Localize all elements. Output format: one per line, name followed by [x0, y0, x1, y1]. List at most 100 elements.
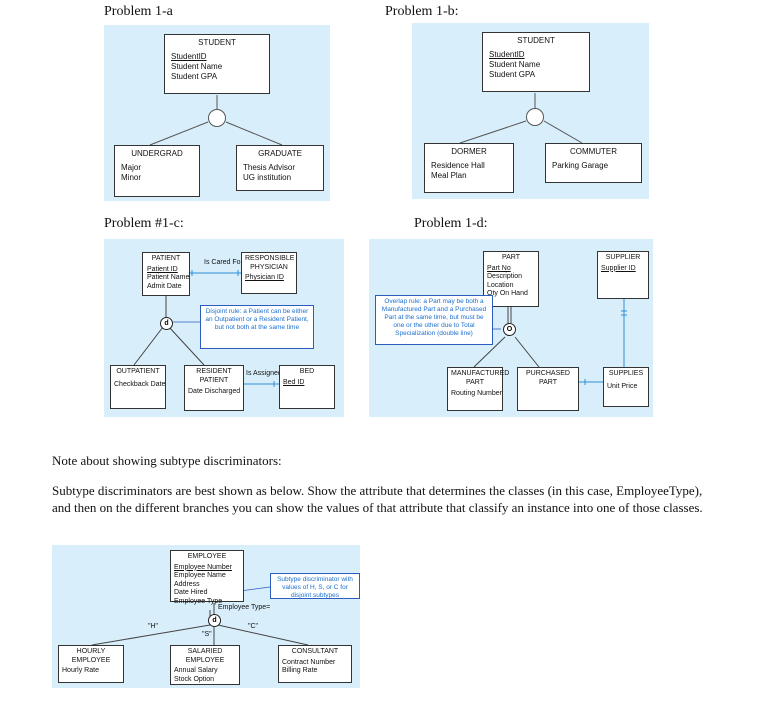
entity-title: EMPLOYEE: [187, 553, 227, 560]
attr-student-id: StudentID: [489, 50, 525, 59]
connector-lines: [473, 299, 627, 385]
note-title: Note about showing subtype discriminator…: [52, 453, 282, 468]
entity-title-line1: SALARIED: [187, 648, 223, 655]
heading-problem-1c: Problem #1-c:: [104, 216, 184, 231]
entity-undergrad: UNDERGRAD Major Minor: [114, 145, 200, 197]
attr-date-hired: Date Hired: [174, 589, 208, 596]
attr-unit-price: Unit Price: [607, 382, 638, 390]
discriminator-label: Employee Type=: [218, 604, 271, 611]
entity-manufactured-part: MANUFACTURED PART Routing Number: [447, 367, 510, 411]
entity-supplier: SUPPLIER Supplier ID: [597, 251, 649, 299]
entity-title: BED: [299, 368, 315, 375]
entity-title: SUPPLIER: [605, 254, 641, 261]
attr-qty-on-hand: Qty On Hand: [487, 290, 528, 297]
diagram-1d: PART Part No Description Location Qty On…: [369, 239, 653, 417]
attr-parking-garage: Parking Garage: [552, 161, 609, 170]
entity-outpatient: OUTPATIENT Checkback Date: [110, 365, 166, 409]
entity-student: STUDENT StudentID Student Name Student G…: [482, 32, 590, 92]
overlap-rule-callout: Overlap rule: a Part may be both a Manuf…: [375, 295, 493, 345]
entity-consultant: CONSULTANT Contract Number Billing Rate: [278, 645, 352, 683]
attr-major: Major: [121, 163, 142, 172]
entity-title: SUPPLIES: [608, 370, 644, 377]
entity-student: STUDENT StudentID Student Name Student G…: [164, 34, 270, 94]
heading-problem-1d: Problem 1-d:: [414, 216, 488, 231]
discriminator-value-c: "C": [248, 623, 259, 630]
discriminator-callout: Subtype discriminator with values of H, …: [270, 573, 360, 599]
attr-thesis-advisor: Thesis Advisor: [243, 163, 296, 172]
attr-student-gpa: Student GPA: [171, 72, 218, 81]
entity-title-line2: EMPLOYEE: [185, 656, 225, 664]
entity-salaried-employee: SALARIED EMPLOYEE Annual Salary Stock Op…: [170, 645, 240, 685]
attr-checkback-date: Checkback Date: [114, 380, 166, 388]
subtype-circle: [526, 108, 544, 126]
attr-student-name: Student Name: [171, 62, 223, 71]
entity-title-line2: PART: [465, 378, 485, 386]
connector-lines: [149, 95, 283, 146]
attr-student-name: Student Name: [489, 60, 541, 69]
attr-bed-id: Bed ID: [283, 378, 305, 386]
entity-patient: PATIENT Patient ID Patient Name Admit Da…: [142, 252, 190, 296]
attr-employee-name: Employee Name: [174, 572, 226, 579]
attr-routing-number: Routing Number: [451, 390, 502, 397]
entity-title: PATIENT: [151, 255, 181, 262]
diagram-1b: STUDENT StudentID Student Name Student G…: [412, 23, 649, 199]
subtype-circle: [208, 109, 226, 127]
disjoint-symbol: d: [208, 614, 221, 627]
entity-title-line2: PHYSICIAN: [250, 263, 288, 271]
attr-patient-id: Patient ID: [147, 265, 178, 273]
entity-title-line2: PART: [538, 378, 558, 386]
entity-resident-patient: RESIDENT PATIENT Date Discharged: [184, 365, 244, 411]
attr-date-discharged: Date Discharged: [188, 388, 241, 395]
entity-title: COMMUTER: [569, 147, 618, 156]
attr-billing-rate: Billing Rate: [282, 667, 318, 674]
entity-supplies: SUPPLIES Unit Price: [603, 367, 649, 407]
attr-part-no: Part No: [487, 264, 511, 272]
discriminator-value-h: "H": [148, 623, 159, 630]
attr-physician-id: Physician ID: [245, 274, 284, 281]
diagram-employee: EMPLOYEE Employee Number Employee Name A…: [52, 545, 360, 688]
attr-ug-institution: UG institution: [243, 173, 292, 182]
attr-student-id: StudentID: [171, 52, 207, 61]
attr-address: Address: [174, 580, 200, 588]
entity-employee: EMPLOYEE Employee Number Employee Name A…: [170, 550, 244, 605]
entity-title-line1: PURCHASED: [526, 370, 570, 377]
attr-location: Location: [487, 281, 514, 289]
attr-employee-number: Employee Number: [174, 563, 232, 571]
entity-title-line2: EMPLOYEE: [71, 656, 111, 664]
attr-supplier-id: Supplier ID: [601, 264, 636, 272]
attr-admit-date: Admit Date: [147, 282, 182, 290]
attr-residence-hall: Residence Hall: [431, 161, 485, 170]
relationship-is-assigned: Is Assigned: [246, 370, 282, 377]
disjoint-symbol: d: [160, 317, 173, 330]
attr-meal-plan: Meal Plan: [431, 171, 467, 180]
entity-title: PART: [501, 254, 521, 261]
attr-employee-type: Employee Type: [174, 597, 223, 605]
entity-title: STUDENT: [517, 36, 555, 45]
attr-contract-number: Contract Number: [282, 658, 336, 666]
entity-title: STUDENT: [198, 38, 236, 47]
diagram-1a: STUDENT StudentID Student Name Student G…: [104, 25, 330, 201]
attr-description: Description: [487, 273, 523, 280]
discriminator-value-s: "S": [202, 631, 212, 638]
entity-title: CONSULTANT: [291, 648, 339, 655]
disjoint-rule-callout: Disjoint rule: a Patient can be either a…: [200, 305, 314, 349]
connector-lines: [133, 270, 279, 387]
attr-hourly-rate: Hourly Rate: [62, 667, 99, 674]
attr-minor: Minor: [121, 173, 142, 182]
entity-title-line2: PATIENT: [199, 376, 229, 384]
entity-part: PART Part No Description Location Qty On…: [483, 251, 539, 307]
entity-purchased-part: PURCHASED PART: [517, 367, 579, 411]
entity-title: DORMER: [451, 147, 487, 156]
entity-title-line1: RESIDENT: [196, 368, 232, 375]
relationship-is-cared-for: Is Cared For: [204, 259, 243, 266]
entity-title-line1: MANUFACTURED: [451, 370, 510, 377]
entity-responsible-physician: RESPONSIBLE PHYSICIAN Physician ID: [241, 252, 297, 294]
entity-bed: BED Bed ID: [279, 365, 335, 409]
entity-dormer: DORMER Residence Hall Meal Plan: [424, 143, 514, 193]
heading-problem-1a: Problem 1-a: [104, 4, 173, 19]
attr-student-gpa: Student GPA: [489, 70, 536, 79]
entity-graduate: GRADUATE Thesis Advisor UG institution: [236, 145, 324, 191]
entity-title-line1: RESPONSIBLE: [245, 255, 295, 262]
entity-title: OUTPATIENT: [116, 368, 160, 375]
